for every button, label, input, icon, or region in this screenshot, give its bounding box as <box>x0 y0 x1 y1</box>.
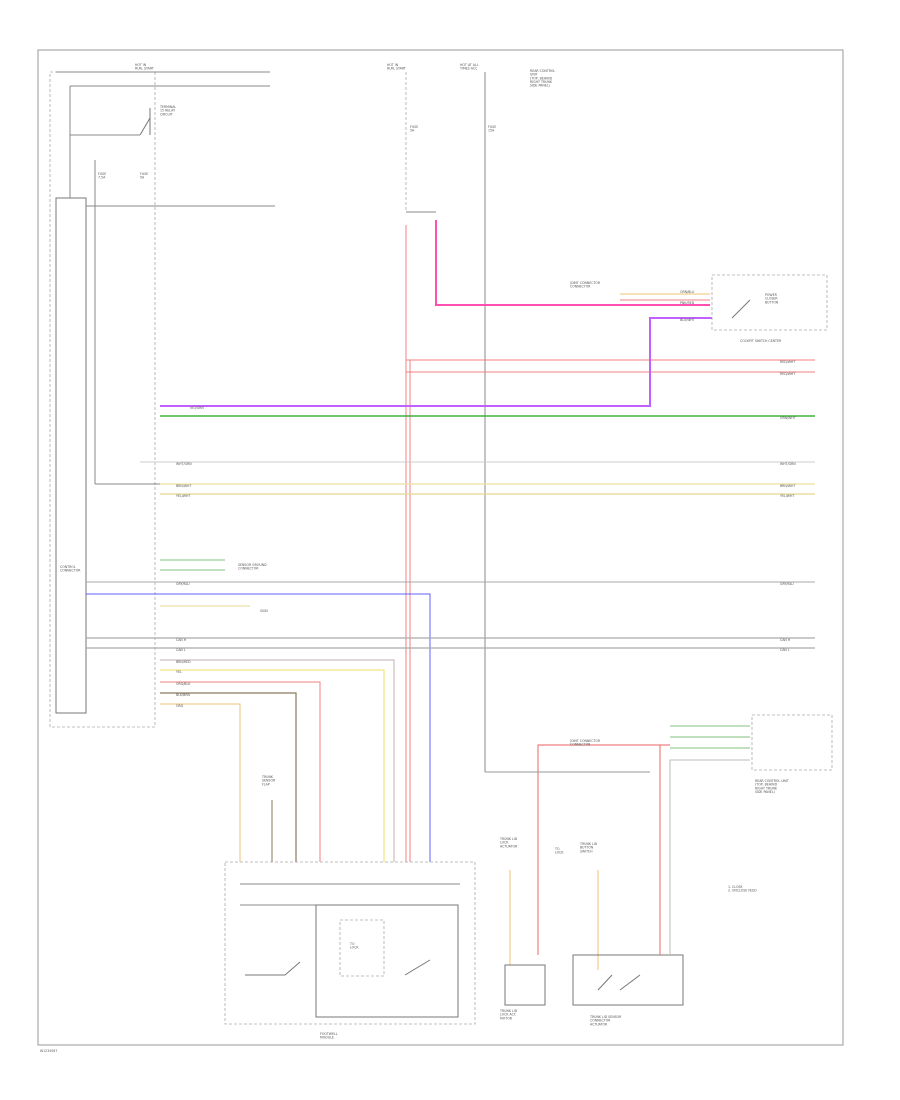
label-sign: SIGN <box>260 609 268 613</box>
label-can-h-r: CAN H <box>780 638 791 642</box>
label-yel: YEL <box>176 670 182 674</box>
fw-switch-2 <box>404 959 431 976</box>
wire-org-blk <box>160 681 321 862</box>
label-can-l-l: CAN L <box>176 648 186 652</box>
lower-mid-module <box>504 964 546 1006</box>
label-brn-wht-r: BRN/WHT <box>780 484 795 488</box>
label-can-h-l: CAN H <box>176 638 187 642</box>
wire-red-right <box>537 744 670 955</box>
cockpit-switch-contact <box>731 299 751 319</box>
label-yel-wht-r: YEL/WHT <box>780 494 794 498</box>
label-vio-grn: VIO/GRN <box>190 406 204 410</box>
label-grn-wht: GRN/WHT <box>780 416 796 420</box>
label-yel-wht-l: YEL/WHT <box>176 494 190 498</box>
label-brn-wht-l: BRN/WHT <box>176 484 191 488</box>
wire-gray-right <box>669 759 750 955</box>
label-org-blk: ORG/BLK <box>176 682 191 686</box>
wire-blk-brn <box>160 692 297 862</box>
relay-switch <box>139 108 151 136</box>
label-red-wht-1: RED/WHT <box>780 360 795 364</box>
label-brn-red: BRN/RED <box>176 660 191 664</box>
diagram-frame <box>37 49 844 1046</box>
wire-violet <box>160 317 712 407</box>
label-pnk-red: PNK/RED <box>680 301 695 305</box>
label-blk-brn: BLK/BRN <box>176 693 191 697</box>
fw-relay-box <box>339 919 385 977</box>
fw-switch-1 <box>245 961 301 976</box>
label-red-wht-2: RED/WHT <box>780 372 795 376</box>
label-wht-grn-l: WHT/GRN <box>176 462 192 466</box>
fw-motor-box <box>315 904 459 1018</box>
right-control-unit <box>751 714 833 771</box>
wire-yel-low <box>160 669 385 862</box>
lower-right-switch <box>597 974 641 991</box>
label-orn-blu: ORN/BLU <box>680 290 695 294</box>
wire-org-low <box>160 703 241 862</box>
left-connector-body <box>55 197 87 714</box>
label-org: ORG <box>176 704 184 708</box>
footer-code: W1234567 <box>40 1049 57 1053</box>
upper-left-control-unit <box>49 71 156 728</box>
footwell-module <box>224 861 476 1025</box>
label-gry-blu-r: GRY/BLU <box>780 582 794 586</box>
lower-right-module <box>572 954 684 1006</box>
wire-blue-down <box>86 593 431 862</box>
wire-pnk-red <box>435 220 710 306</box>
cockpit-switch-center <box>711 274 828 331</box>
label-gry-blu-l: GRY/BLU <box>176 582 190 586</box>
label-blu: BLU/WHT <box>680 318 695 322</box>
label-wht-grn-r: WHT/GRN <box>780 462 796 466</box>
wire-brn-red <box>160 659 395 862</box>
cockpit-switch-center-label: COCKPIT SWITCH CENTER <box>740 339 782 343</box>
label-can-l-r: CAN L <box>780 648 790 652</box>
